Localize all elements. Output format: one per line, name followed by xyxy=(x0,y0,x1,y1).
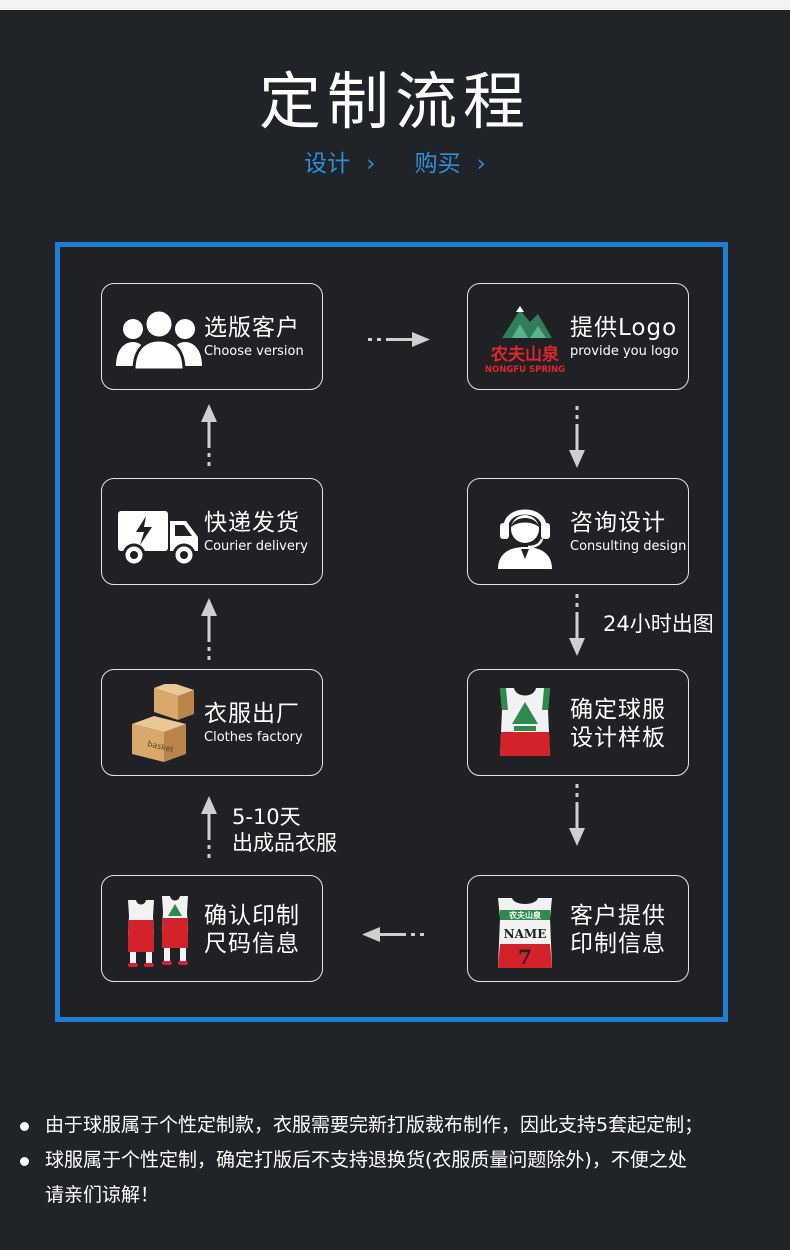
card-clothes-factory: basket 衣服出厂 Clothes factory xyxy=(101,669,323,776)
jersey-name-text: NAME xyxy=(504,927,547,941)
list-item: 由于球服属于个性定制款，衣服需要完新打版裁布制作，因此支持5套起定制； xyxy=(18,1108,778,1143)
card-title: 衣服出厂 xyxy=(204,700,300,727)
arrow-up-icon xyxy=(201,404,217,466)
logo-text-en: NONGFU SPRING xyxy=(485,365,565,375)
bullet-dot-icon xyxy=(20,1122,29,1131)
users-icon xyxy=(116,308,202,372)
card-title-line2: 设计样板 xyxy=(570,724,666,751)
team-uniforms-icon xyxy=(128,896,188,967)
note-production-line1: 5-10天 xyxy=(232,805,301,829)
logo-text-zh: 农夫山泉 xyxy=(490,344,560,365)
card-choose-version: 选版客户 Choose version xyxy=(101,283,323,390)
arrow-left-icon xyxy=(362,927,424,942)
card-title-line2: 印制信息 xyxy=(570,930,666,957)
card-print-info: 农夫山泉 NAME 7 客户提供 印制信息 xyxy=(467,875,689,982)
arrow-down-icon xyxy=(569,594,585,656)
chevron-right-icon: › xyxy=(476,151,486,177)
chevron-right-icon: › xyxy=(366,151,376,177)
jersey-logo-text: 农夫山泉 xyxy=(508,910,542,920)
cardboard-boxes-icon: basket xyxy=(132,684,194,762)
arrow-right-icon xyxy=(368,332,430,347)
top-bar xyxy=(0,0,790,10)
card-title: 咨询设计 xyxy=(570,509,666,536)
nav-buy[interactable]: 购买› xyxy=(414,151,486,177)
card-courier-delivery: 快递发货 Courier delivery xyxy=(101,478,323,585)
card-title-line1: 确定球服 xyxy=(570,696,666,723)
card-subtitle: Clothes factory xyxy=(204,729,303,745)
jersey-number-text: 7 xyxy=(518,945,532,968)
card-subtitle: Choose version xyxy=(204,343,304,359)
brand-logo-icon: 农夫山泉 NONGFU SPRING xyxy=(485,306,565,375)
jersey-name-number-icon: 农夫山泉 NAME 7 xyxy=(498,898,552,968)
customer-service-icon xyxy=(498,509,552,569)
note-production-line2: 出成品衣服 xyxy=(232,831,337,855)
card-consulting-design: 咨询设计 Consulting design xyxy=(467,478,689,585)
card-subtitle: Consulting design xyxy=(570,538,687,554)
card-title: 选版客户 xyxy=(204,314,300,341)
card-title: 快递发货 xyxy=(204,509,300,536)
card-provide-logo: 农夫山泉 NONGFU SPRING 提供Logo provide you lo… xyxy=(467,283,689,390)
list-item-continuation: 请亲们谅解！ xyxy=(45,1184,160,1206)
card-title-line1: 确认印制 xyxy=(204,902,300,929)
note-design-time: 24小时出图 xyxy=(603,612,714,636)
arrow-up-icon xyxy=(201,598,217,660)
delivery-truck-icon xyxy=(118,511,198,567)
arrow-up-icon xyxy=(201,796,217,858)
card-subtitle: provide you logo xyxy=(570,343,679,359)
card-confirm-size: 确认印制 尺码信息 xyxy=(101,875,323,982)
jersey-sample-icon xyxy=(500,688,550,756)
list-item: 球服属于个性定制，确定打版后不支持退换货(衣服质量问题除外)，不便之处 xyxy=(18,1143,778,1178)
nav-design[interactable]: 设计› xyxy=(304,151,376,177)
arrow-down-icon xyxy=(569,784,585,846)
bullet-dot-icon xyxy=(20,1157,29,1166)
card-title-line2: 尺码信息 xyxy=(204,930,300,957)
card-jersey-sample: 确定球服 设计样板 xyxy=(467,669,689,776)
footer-notes: 由于球服属于个性定制款，衣服需要完新打版裁布制作，因此支持5套起定制； 球服属于… xyxy=(18,1108,778,1213)
sub-navigation: 设计› 购买› xyxy=(0,148,790,180)
page-title: 定制流程 xyxy=(258,65,531,138)
card-subtitle: Courier delivery xyxy=(204,538,308,554)
card-title-line1: 客户提供 xyxy=(570,902,666,929)
card-title: 提供Logo xyxy=(570,314,678,341)
arrow-down-icon xyxy=(569,406,585,468)
